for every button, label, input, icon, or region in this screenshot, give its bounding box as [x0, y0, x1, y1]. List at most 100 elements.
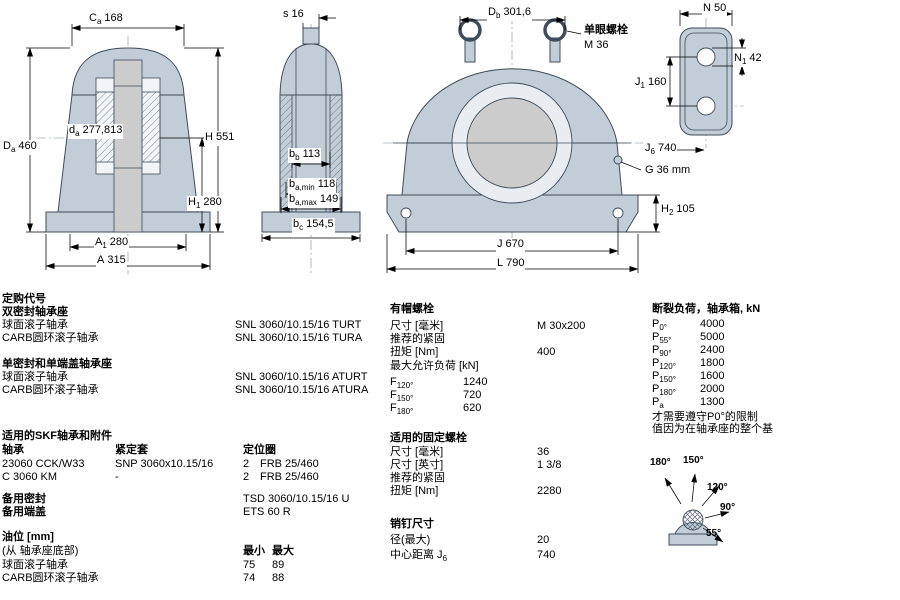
- ordering-row-label: CARB圆环滚子轴承: [2, 332, 99, 344]
- P150-label: P150°: [652, 370, 676, 385]
- pin-diameter-value: 20: [537, 534, 550, 546]
- P0-value: 4000: [700, 318, 725, 330]
- angle-label-150: 150°: [683, 455, 704, 466]
- angle-label-90: 90°: [720, 502, 736, 513]
- foundation-torque-label: 扭矩 [Nm]: [390, 485, 439, 497]
- cap-bolt-size-label: 尺寸 [毫米]: [390, 320, 444, 332]
- P120-label: P120°: [652, 357, 676, 372]
- ordering-row-value: SNL 3060/10.15/16 TURA: [235, 332, 363, 344]
- P120-value: 1800: [700, 357, 725, 369]
- oil-level-title: 油位 [mm]: [2, 531, 54, 543]
- spare-cover-label: 备用端盖: [2, 506, 46, 518]
- front-view-drawing: [383, 14, 660, 273]
- cap-bolt-torque-value: 400: [537, 346, 556, 358]
- Pa-label: Pa: [652, 396, 664, 411]
- foundation-size-mm-value: 36: [537, 446, 550, 458]
- eyebolt-label: 单眼螺栓: [584, 24, 628, 36]
- eyebolt-size: M 36: [584, 39, 609, 51]
- Pa-value: 1300: [700, 396, 725, 408]
- oil-row-label: 球面滚子轴承: [2, 559, 68, 571]
- foundation-size-in-label: 尺寸 [英寸]: [390, 459, 444, 471]
- P180-label: P180°: [652, 383, 676, 398]
- foundation-bolts-title: 适用的固定螺栓: [390, 432, 467, 444]
- ordering-row-label: CARB圆环滚子轴承: [2, 384, 99, 396]
- ordering-row-value: SNL 3060/10.15/16 ATURT: [235, 371, 368, 383]
- pins-title: 销钉尺寸: [390, 518, 434, 530]
- pin-center-distance-label: 中心距离 J6: [390, 549, 448, 564]
- F150-value: 720: [463, 389, 482, 401]
- P55-value: 5000: [700, 331, 725, 343]
- ordering-title: 定购代号: [2, 293, 46, 305]
- ring-designation: FRB 25/460: [260, 471, 319, 483]
- oil-level-subtitle: (从 轴承座底部): [2, 545, 79, 557]
- foundation-size-mm-label: 尺寸 [毫米]: [390, 446, 444, 458]
- cap-bolt-rec-label: 推荐的紧固: [390, 333, 445, 345]
- P180-value: 2000: [700, 383, 725, 395]
- foundation-torque-value: 2280: [537, 485, 562, 497]
- oil-min-header: 最小: [243, 545, 265, 557]
- oil-row-min: 75: [243, 559, 256, 571]
- oil-row-max: 88: [272, 572, 285, 584]
- top-view-drawing: [662, 10, 746, 153]
- P90-label: P90°: [652, 344, 672, 359]
- F150-label: F150°: [390, 389, 414, 404]
- ordering-row-value: SNL 3060/10.15/16 TURT: [235, 319, 362, 331]
- pin-center-distance-value: 740: [537, 549, 556, 561]
- sleeve-designation: SNP 3060x10.15/16: [115, 458, 214, 470]
- ring-designation: FRB 25/460: [260, 458, 319, 470]
- F120-value: 1240: [463, 376, 488, 388]
- cap-bolts-title: 有帽螺栓: [390, 303, 434, 315]
- spare-cover-value: ETS 60 R: [243, 506, 291, 518]
- oil-max-header: 最大: [272, 545, 294, 557]
- ordering-row-value: SNL 3060/10.15/16 ATURA: [235, 384, 369, 396]
- P0-label: P0°: [652, 318, 667, 333]
- angle-label-180: 180°: [650, 457, 671, 468]
- P150-value: 1600: [700, 370, 725, 382]
- F120-label: F120°: [390, 376, 414, 391]
- side-view-drawing: [261, 14, 361, 274]
- foundation-size-in-value: 1 3/8: [537, 459, 562, 471]
- bearings-header-ring: 定位圈: [243, 444, 276, 456]
- bearing-designation: 23060 CCK/W33: [2, 458, 85, 470]
- bearings-header-sleeve: 紧定套: [115, 444, 148, 456]
- oil-row-max: 89: [272, 559, 285, 571]
- load-direction-diagram: [664, 473, 730, 546]
- ring-qty: 2: [243, 458, 250, 470]
- cap-bolt-size-value: M 30x200: [537, 320, 586, 332]
- spare-seal-value: TSD 3060/10.15/16 U: [243, 493, 350, 505]
- ordering-heading-double-seal: 双密封轴承座: [2, 306, 68, 318]
- angle-label-120: 120°: [707, 482, 728, 493]
- cap-bolt-torque-label: 扭矩 [Nm]: [390, 346, 439, 358]
- ordering-row-label: 球面滚子轴承: [2, 371, 68, 383]
- foundation-rec-label: 推荐的紧固: [390, 472, 445, 484]
- P55-label: P55°: [652, 331, 672, 346]
- F180-value: 620: [463, 402, 482, 414]
- spare-seal-label: 备用密封: [2, 493, 46, 505]
- F180-label: F180°: [390, 402, 414, 417]
- oil-row-min: 74: [243, 572, 256, 584]
- breaking-loads-title: 断裂负荷，轴承箱, kN: [652, 303, 761, 315]
- breaking-loads-note-line1: 才需要遵守P0°的限制: [652, 411, 758, 423]
- oil-row-label: CARB圆环滚子轴承: [2, 572, 99, 584]
- bearings-header-bearing: 轴承: [2, 444, 24, 456]
